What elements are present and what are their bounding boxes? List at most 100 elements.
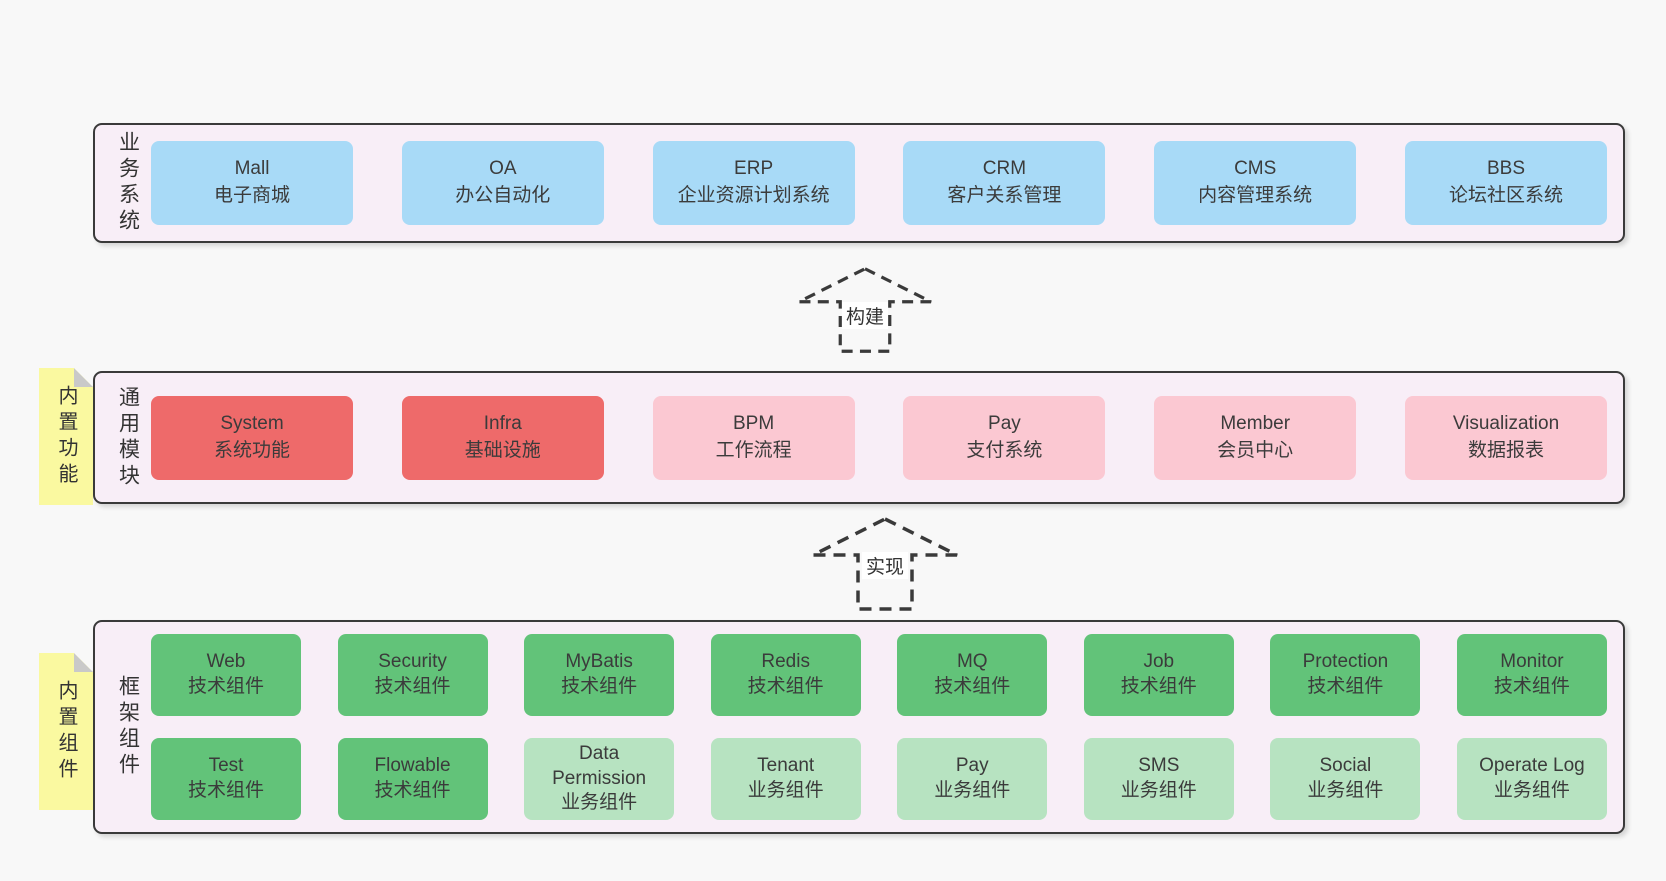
box-social: Social 业务组件: [1270, 738, 1421, 820]
box-subtitle: 会员中心: [1217, 439, 1294, 461]
box-subtitle: 数据报表: [1467, 439, 1544, 461]
box-subtitle: 技术组件: [187, 676, 264, 697]
box-sms: SMS 业务组件: [1083, 738, 1234, 820]
box-web: Web 技术组件: [151, 634, 301, 716]
box-title: OA: [489, 158, 517, 180]
box-title: BPM: [733, 412, 775, 434]
box-subtitle: 系统功能: [213, 439, 290, 461]
box-subtitle: 基础设施: [464, 439, 541, 461]
box-subtitle: 企业资源计划系统: [677, 185, 830, 206]
box-mall: Mall 电子商城: [151, 141, 353, 225]
box-subtitle: 论坛社区系统: [1448, 185, 1563, 206]
box-infra: Infra 基础设施: [401, 395, 604, 480]
box-subtitle: 技术组件: [1493, 676, 1570, 697]
box-subtitle: 内容管理系统: [1198, 185, 1313, 206]
box-title: Monitor: [1500, 651, 1564, 673]
box-title: Flowable: [374, 755, 451, 777]
arrow-implement-up: 实现: [810, 516, 960, 612]
box-test: Test 技术组件: [151, 738, 301, 820]
box-mybatis: MyBatis 技术组件: [524, 634, 675, 716]
box-crm: CRM 客户关系管理: [903, 141, 1106, 225]
box-mq: MQ 技术组件: [897, 634, 1048, 716]
box-subtitle: 技术组件: [561, 676, 638, 697]
band-business-rows: Mall 电子商城 OA 办公自动化 ERP 企业资源计划系统 CRM 客户关系管理 CMS 内容…: [151, 141, 1607, 225]
box-erp: ERP 企业资源计划系统: [652, 141, 855, 225]
box-tenant: Tenant 业务组件: [710, 738, 861, 820]
box-subtitle: 电子商城: [213, 185, 290, 206]
box-title: Job: [1143, 651, 1175, 673]
sticky-note-built-in-components: 内置组件: [39, 653, 93, 810]
box-pay: Pay 业务组件: [897, 738, 1048, 820]
dashed-up-arrow-icon: [812, 517, 958, 611]
box-title: Mall: [234, 158, 270, 180]
box-subtitle: 业务组件: [561, 792, 638, 814]
arrow-build-up: 构建: [790, 266, 940, 354]
box-title: Infra: [483, 412, 522, 434]
box-flowable: Flowable 技术组件: [337, 738, 488, 820]
box-cms: CMS 内容管理系统: [1154, 141, 1357, 225]
box-title: Protection: [1302, 651, 1389, 673]
box-title: BBS: [1486, 158, 1525, 180]
box-subtitle: 办公自动化: [455, 185, 551, 206]
arrow-build-label: 构建: [841, 302, 889, 329]
box-pay: Pay 支付系统: [903, 395, 1106, 480]
box-title: SMS: [1138, 755, 1180, 777]
band-label-framework-components: 框架组件: [116, 675, 140, 779]
box-subtitle: 客户关系管理: [947, 185, 1062, 206]
box-subtitle: 业务组件: [1493, 780, 1570, 801]
box-subtitle: 支付系统: [966, 439, 1043, 461]
box-title: Pay: [955, 755, 989, 777]
box-title: Web: [206, 651, 246, 673]
dashed-up-arrow-icon: [798, 266, 932, 353]
box-subtitle: 技术组件: [1307, 676, 1384, 697]
box-title: Security: [378, 651, 447, 673]
box-subtitle: 业务组件: [747, 780, 824, 801]
box-subtitle: 业务组件: [1120, 780, 1197, 801]
box-title: CMS: [1234, 158, 1277, 180]
box-data-permission: Data Permission 业务组件: [524, 738, 675, 820]
box-title: CRM: [982, 158, 1027, 180]
sticky-note-built-in-features: 内置功能: [39, 368, 93, 505]
box-title: ERP: [734, 158, 774, 180]
box-protection: Protection 技术组件: [1270, 634, 1421, 716]
box-title: Test: [208, 755, 244, 777]
band-framework-components: 框架组件 Web 技术组件 Security 技术组件 MyBatis 技术组件 Redis…: [93, 620, 1625, 834]
box-oa: OA 办公自动化: [401, 141, 604, 225]
box-title: Redis: [761, 651, 810, 673]
box-subtitle: 技术组件: [747, 676, 824, 697]
arrow-implement-label: 实现: [861, 552, 909, 579]
box-title: Tenant: [757, 755, 815, 777]
box-title: Social: [1319, 755, 1372, 777]
box-title: Member: [1220, 412, 1291, 434]
band-business-systems: 业务系统 Mall 电子商城 OA 办公自动化 ERP 企业资源计划系统 CRM 客户关系管理…: [93, 123, 1625, 243]
box-title: Data Permission: [552, 742, 647, 789]
box-subtitle: 技术组件: [374, 780, 451, 801]
box-subtitle: 技术组件: [187, 780, 264, 801]
box-subtitle: 技术组件: [1120, 676, 1197, 697]
box-subtitle: 技术组件: [934, 676, 1011, 697]
box-title: MyBatis: [565, 651, 633, 673]
box-title: Pay: [988, 412, 1021, 434]
box-member: Member 会员中心: [1154, 395, 1357, 480]
box-subtitle: 业务组件: [934, 780, 1011, 801]
box-monitor: Monitor 技术组件: [1456, 634, 1607, 716]
box-bbs: BBS 论坛社区系统: [1404, 141, 1607, 225]
box-title: MQ: [956, 651, 988, 673]
band-label-business-systems: 业务系统: [116, 131, 140, 235]
box-visualization: Visualization 数据报表: [1404, 395, 1607, 480]
box-title: Visualization: [1452, 412, 1560, 434]
box-job: Job 技术组件: [1083, 634, 1234, 716]
band-label-common-modules: 通用模块: [116, 385, 140, 490]
box-subtitle: 技术组件: [374, 676, 451, 697]
box-subtitle: 业务组件: [1307, 780, 1384, 801]
box-title: Operate Log: [1479, 755, 1585, 777]
